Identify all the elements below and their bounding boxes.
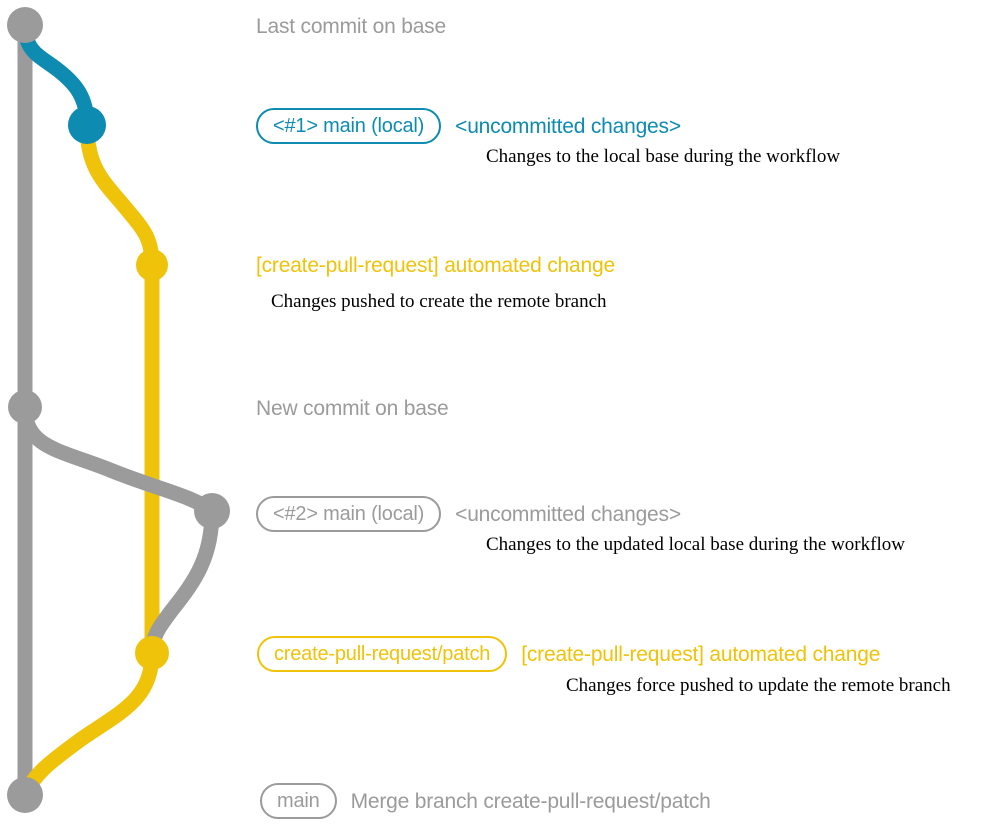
edge-base-to-local <box>17 17 95 133</box>
commit-subject-uncommitted-changes-2: <uncommitted changes> <box>455 502 681 526</box>
commit-subject-new-commit-on-base: New commit on base <box>256 397 449 420</box>
ref-pill-main-local-1[interactable]: <#1> main (local) <box>256 108 442 144</box>
commit-node-patch-1 <box>136 249 168 281</box>
commit-description-local-2: Changes to the updated local base during… <box>486 534 905 555</box>
edge-local-to-patch <box>79 117 160 273</box>
commit-subject-automated-change-1: [create-pull-request] automated change <box>256 254 615 277</box>
ref-pill-main[interactable]: main <box>260 783 337 819</box>
commit-row-merge: main Merge branch create-pull-request/pa… <box>260 783 711 819</box>
commit-nodes <box>7 7 230 813</box>
commit-node-base-last <box>7 7 43 43</box>
commit-node-base-new <box>8 390 42 424</box>
ref-pill-main-local-2[interactable]: <#2> main (local) <box>256 496 442 532</box>
commit-subject-last-commit-on-base: Last commit on base <box>256 15 446 38</box>
commit-description-patch-1: Changes pushed to create the remote bran… <box>271 291 607 312</box>
commit-description-patch-2: Changes force pushed to update the remot… <box>566 675 951 696</box>
commit-node-base-merge <box>7 777 43 813</box>
commit-subject-uncommitted-changes-1: <uncommitted changes> <box>455 114 681 138</box>
commit-row-patch-2: create-pull-request/patch [create-pull-r… <box>257 636 880 672</box>
ref-pill-create-pull-request-patch[interactable]: create-pull-request/patch <box>257 636 508 672</box>
edge-updated-local-to-patch <box>144 503 220 661</box>
commit-node-local-2 <box>194 493 230 529</box>
commit-node-local-1 <box>68 106 106 144</box>
edge-patch-merge-to-base <box>17 645 160 803</box>
edge-base-to-updated-local <box>17 399 220 519</box>
commit-row-local-2: <#2> main (local) <uncommitted changes> <box>256 496 681 532</box>
commit-subject-merge-branch: Merge branch create-pull-request/patch <box>350 789 711 813</box>
commit-node-patch-2 <box>135 636 169 670</box>
commit-subject-automated-change-2: [create-pull-request] automated change <box>521 642 881 666</box>
commit-description-local-1: Changes to the local base during the wor… <box>486 146 841 167</box>
commit-row-local-1: <#1> main (local) <uncommitted changes> <box>256 108 681 144</box>
